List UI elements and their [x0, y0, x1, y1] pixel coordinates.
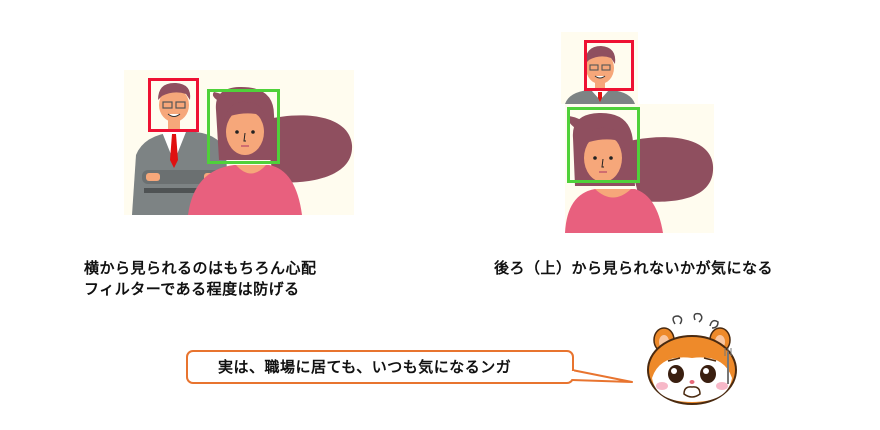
- left-caption-line2: フィルターである程度は防げる: [84, 280, 300, 298]
- right-man-face-box: [584, 40, 634, 91]
- woman-front-illustration: [565, 112, 714, 233]
- right-woman-face-box: [567, 107, 640, 183]
- side-view-illustration: [132, 82, 353, 215]
- worried-hamster-icon: [647, 312, 737, 405]
- left-woman-face-box: [207, 89, 280, 164]
- speech-bubble-tail: [570, 369, 633, 383]
- speech-bubble: 実は、職場に居ても、いつも気になるンガ: [186, 350, 574, 384]
- man-behind-illustration: [565, 46, 635, 104]
- speech-bubble-text: 実は、職場に居ても、いつも気になるンガ: [218, 358, 512, 376]
- left-man-face-box: [148, 78, 199, 132]
- left-caption-line1: 横から見られるのはもちろん心配: [84, 259, 317, 277]
- right-top-scene-image: [561, 32, 638, 104]
- left-scene-image: [124, 70, 354, 215]
- right-caption: 後ろ（上）から見られないかが気になる: [494, 259, 774, 277]
